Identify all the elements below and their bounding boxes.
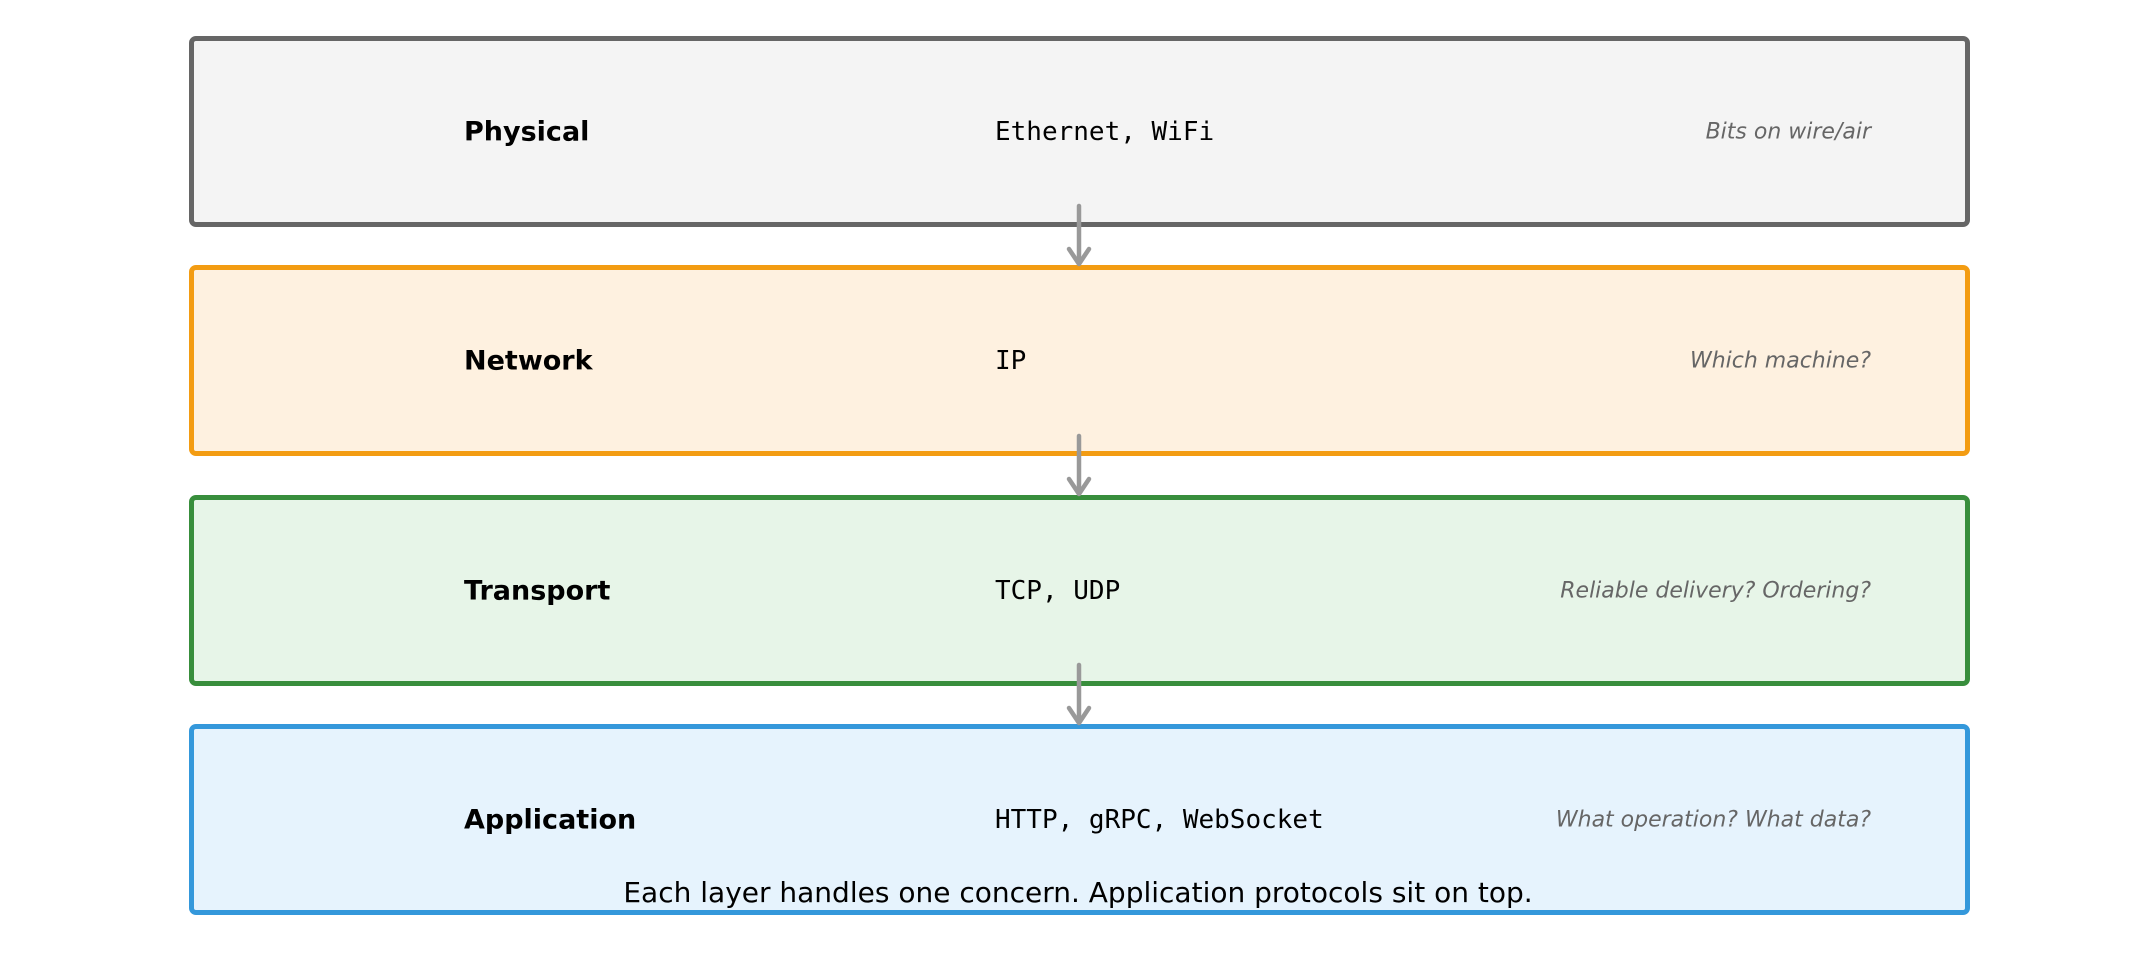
layer-box-network: Network IP Which machine? <box>189 265 1970 456</box>
layer-box-application: Application HTTP, gRPC, WebSocket What o… <box>189 724 1970 915</box>
layer-question: Bits on wire/air <box>1705 119 1871 144</box>
layer-question: Which machine? <box>1689 348 1871 373</box>
layer-name: Physical <box>464 116 590 147</box>
down-arrow-icon <box>1066 662 1092 726</box>
layer-protocols: HTTP, gRPC, WebSocket <box>995 804 1324 835</box>
down-arrow-icon <box>1066 203 1092 267</box>
layer-name: Application <box>464 804 637 835</box>
layer-protocols: IP <box>995 345 1027 376</box>
down-arrow-icon <box>1066 433 1092 497</box>
layer-box-physical: Physical Ethernet, WiFi Bits on wire/air <box>189 36 1970 227</box>
layer-protocols: TCP, UDP <box>995 575 1121 606</box>
layer-question: What operation? What data? <box>1555 807 1871 832</box>
layer-protocols: Ethernet, WiFi <box>995 116 1215 147</box>
layer-box-transport: Transport TCP, UDP Reliable delivery? Or… <box>189 495 1970 686</box>
layer-name: Network <box>464 345 593 376</box>
layer-name: Transport <box>464 575 611 606</box>
diagram-caption: Each layer handles one concern. Applicat… <box>623 876 1533 909</box>
layer-question: Reliable delivery? Ordering? <box>1560 578 1871 603</box>
